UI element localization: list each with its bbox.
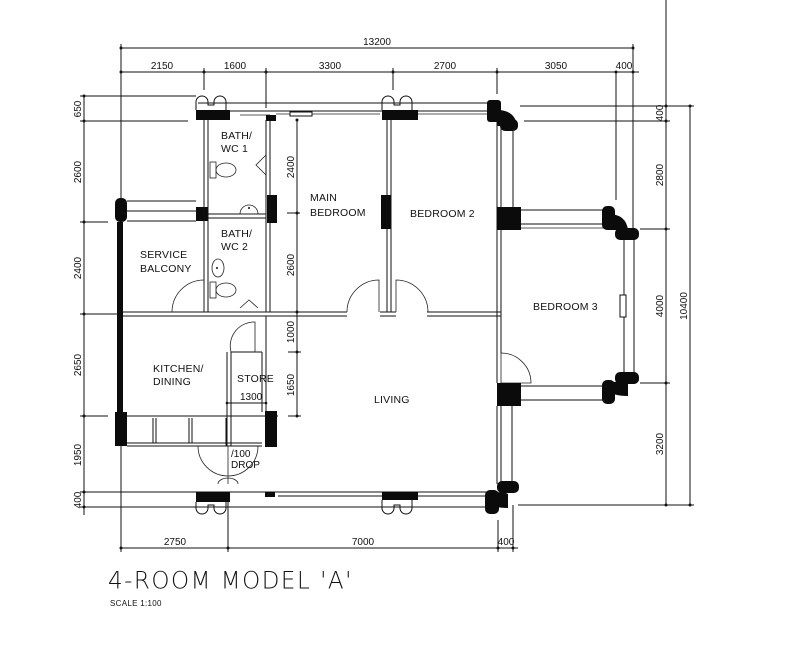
service-balcony-door[interactable] xyxy=(171,279,205,313)
dim-left-1: 650 xyxy=(73,100,84,117)
bedroom-3-door[interactable] xyxy=(500,352,532,384)
room-label-kitchen-dining: KITCHEN/ xyxy=(153,363,204,375)
dim-top-5: 3050 xyxy=(545,61,568,72)
dim-top-6: 400 xyxy=(616,61,633,72)
room-label-store: STORE xyxy=(237,373,274,385)
dim-bottom-2: 7000 xyxy=(352,537,375,548)
dim-left-4: 2650 xyxy=(73,353,84,376)
dim-top-1: 2150 xyxy=(151,61,174,72)
dim-right-3: 4000 xyxy=(655,294,666,317)
room-label-main-bedroom-line2: BEDROOM xyxy=(310,207,366,219)
dimension-lines: 13200 2150 1600 3300 2700 3050 400 650 2… xyxy=(73,0,694,552)
dim-top-2: 1600 xyxy=(224,61,247,72)
wc-1-basin-icon xyxy=(239,204,259,215)
dim-bottom-1: 2750 xyxy=(164,537,187,548)
walls xyxy=(115,95,639,515)
dim-overall-width: 13200 xyxy=(363,37,391,48)
dim-corridor: 1000 xyxy=(286,320,297,343)
room-label-bedroom-2: BEDROOM 2 xyxy=(410,208,475,220)
room-label-kitchen-dining-line2: DINING xyxy=(153,376,191,388)
dim-left-2: 2600 xyxy=(73,160,84,183)
room-label-bedroom-3: BEDROOM 3 xyxy=(533,301,598,313)
dim-left-6: 400 xyxy=(73,491,84,508)
dim-left-3: 2400 xyxy=(73,256,84,279)
dim-overall-height: 10400 xyxy=(679,292,690,320)
dim-right-1: 400 xyxy=(655,104,666,121)
room-label-bath-wc-2: BATH/ xyxy=(221,228,252,240)
dim-top-3: 3300 xyxy=(319,61,342,72)
dim-right-4: 3200 xyxy=(655,432,666,455)
wc-2-toilet-icon xyxy=(209,281,237,299)
dim-bath-height: 2400 xyxy=(286,155,297,178)
store-door[interactable] xyxy=(229,321,256,353)
dim-bottom-3: 400 xyxy=(498,537,515,548)
room-label-bath-wc-2-line2: WC 2 xyxy=(221,241,248,253)
room-label-bath-wc-1: BATH/ xyxy=(221,130,252,142)
bedroom-2-door[interactable] xyxy=(395,279,429,313)
dim-top-4: 2700 xyxy=(434,61,457,72)
drawing-scale: SCALE 1:100 xyxy=(110,599,162,608)
dim-right-2: 2800 xyxy=(655,163,666,186)
main-bedroom-door[interactable] xyxy=(346,279,380,313)
wc-2-basin-icon xyxy=(211,258,225,278)
dim-store-depth: 1650 xyxy=(286,373,297,396)
room-label-bath-wc-1-line2: WC 1 xyxy=(221,143,248,155)
dim-drop-label: DROP xyxy=(231,460,260,471)
dim-store-width: 1300 xyxy=(240,392,263,403)
room-label-service-balcony: SERVICE xyxy=(140,249,187,261)
room-label-living: LIVING xyxy=(374,394,410,406)
dim-main-bedroom-lower: 2600 xyxy=(286,253,297,276)
dim-left-5: 1950 xyxy=(73,443,84,466)
room-label-main-bedroom: MAIN xyxy=(310,192,337,204)
room-labels: BATH/ WC 1 BATH/ WC 2 MAIN BEDROOM BEDRO… xyxy=(140,130,598,471)
wc-1-toilet-icon xyxy=(209,161,237,179)
room-label-service-balcony-line2: BALCONY xyxy=(140,263,192,275)
dim-drop-value: /100 xyxy=(231,449,251,460)
drawing-title: 4-ROOM MODEL 'A' xyxy=(108,567,353,595)
